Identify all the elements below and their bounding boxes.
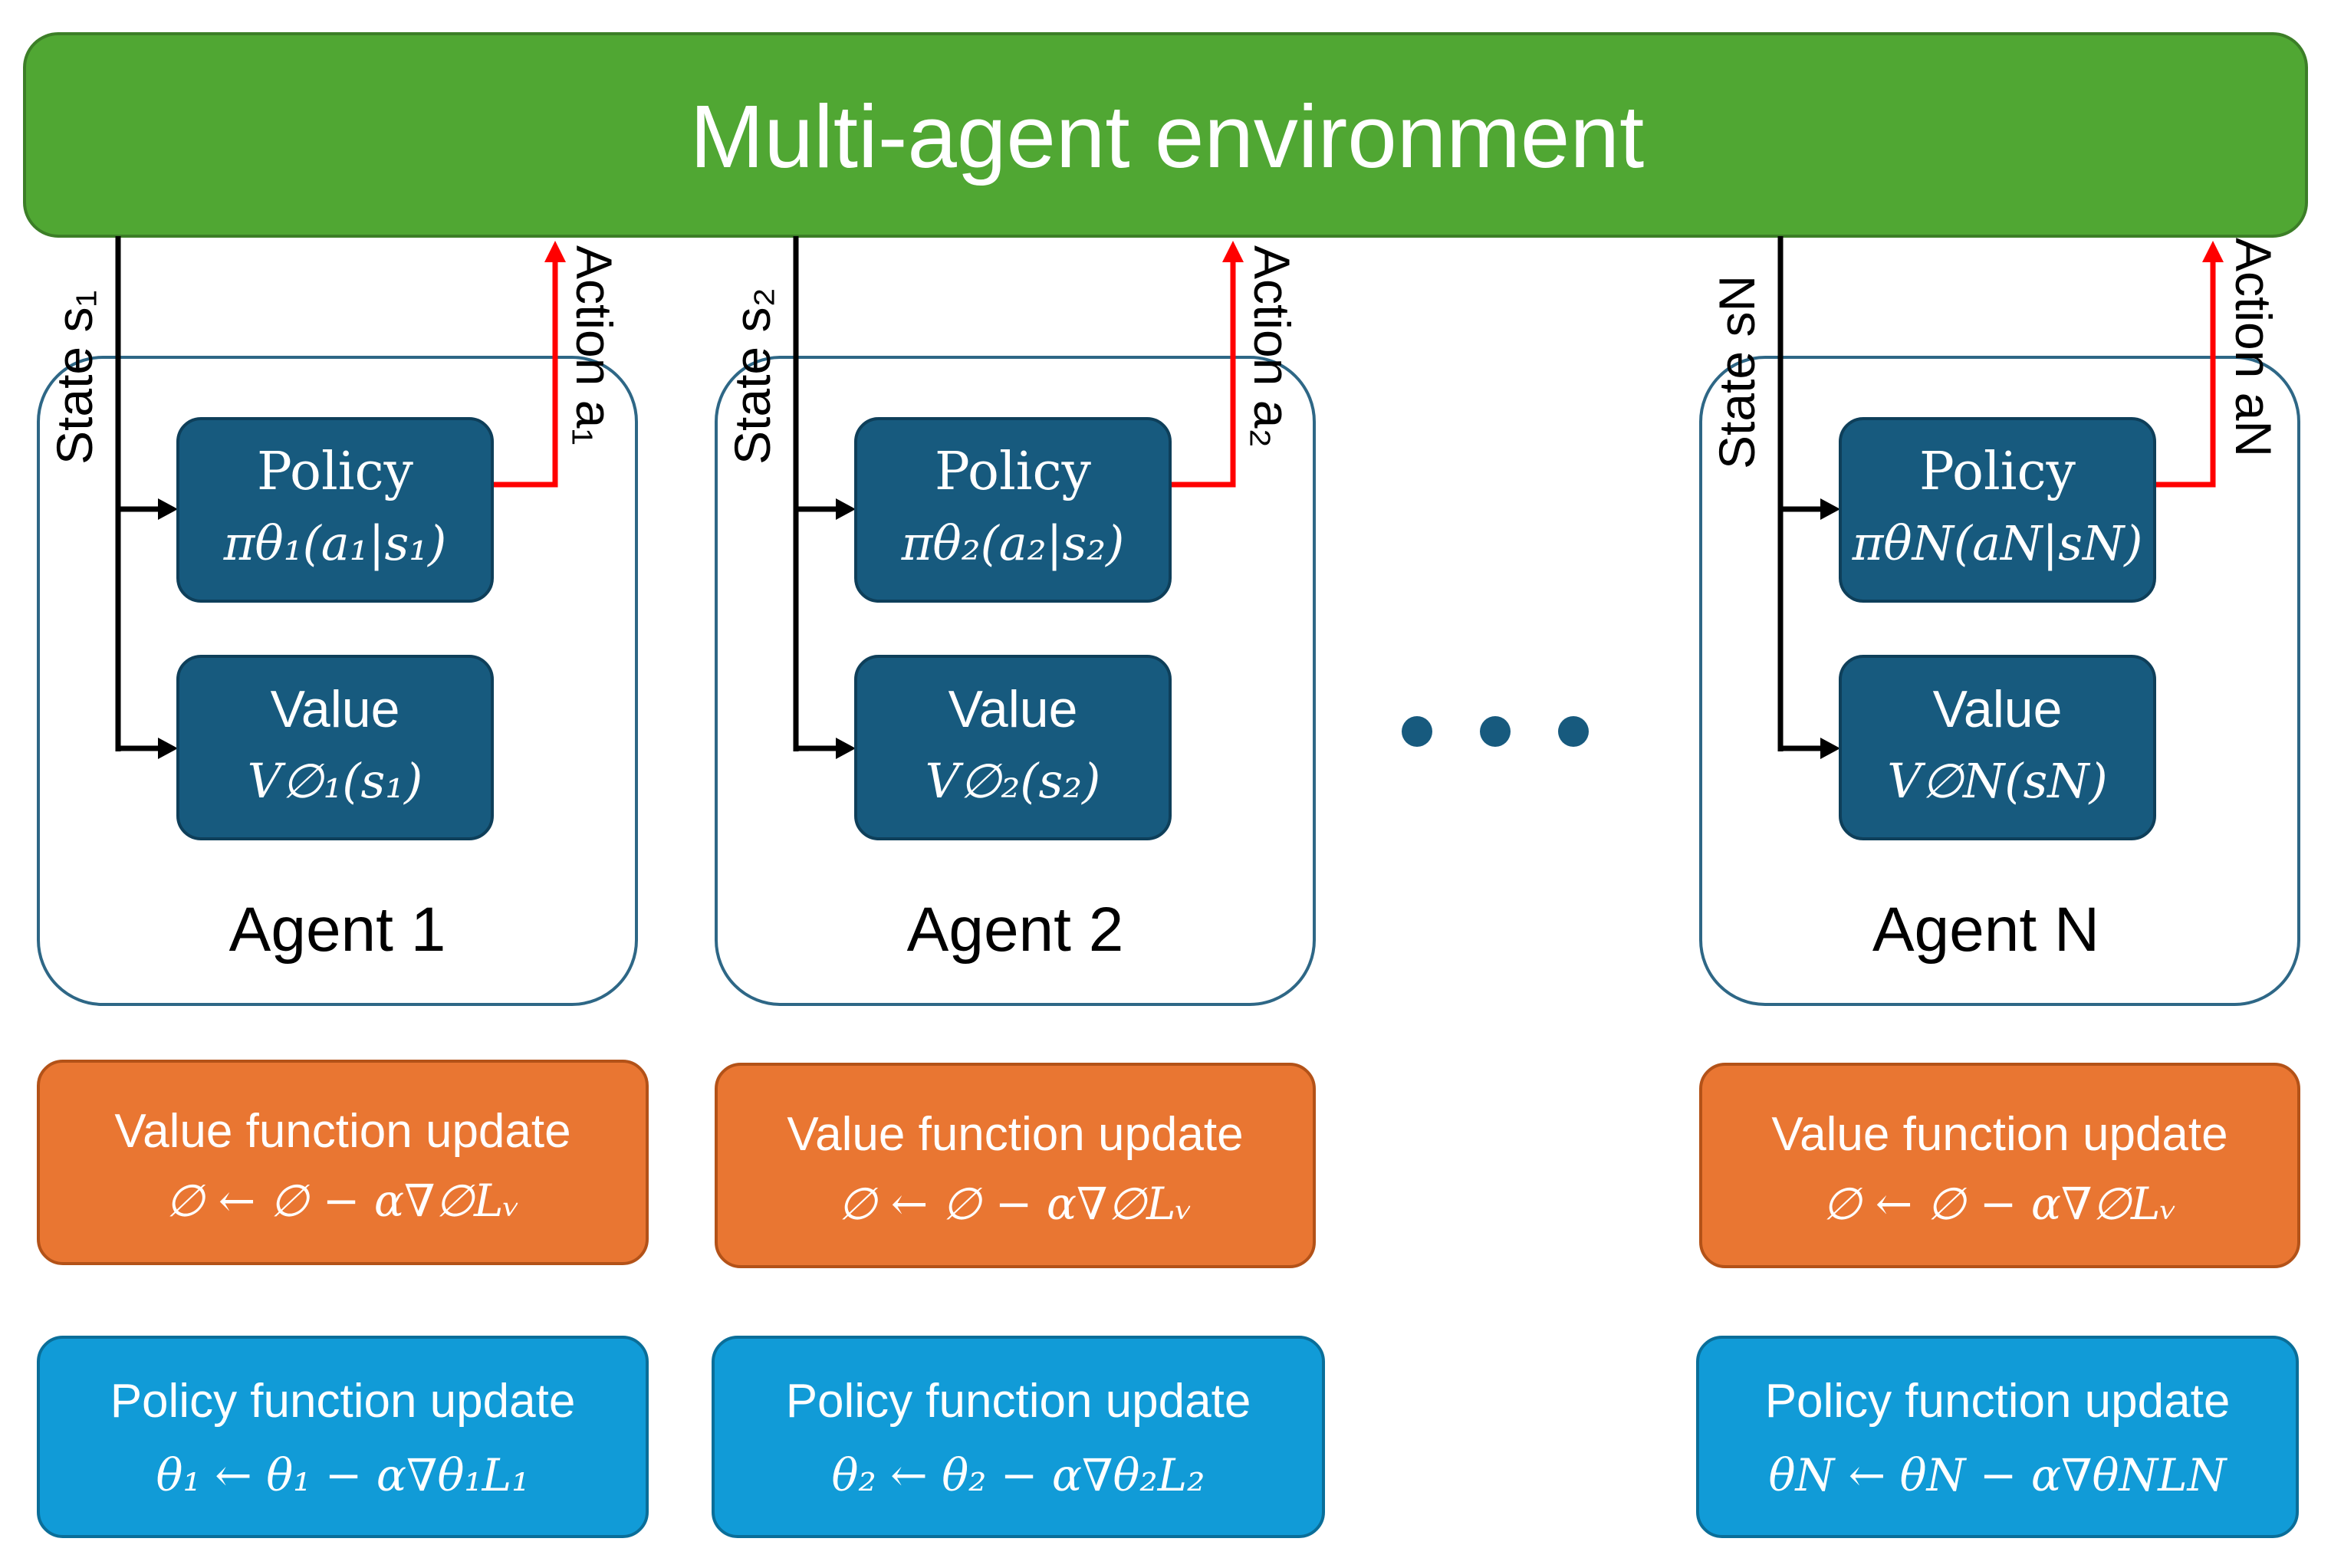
agent-n-action-arrowhead: [2202, 241, 2224, 262]
environment-title: Multi-agent environment: [690, 87, 1644, 186]
agent-n-value-update-box: [1699, 1063, 2300, 1268]
agent-2-action-line: [1170, 261, 1236, 488]
agent-n-action-line: [2155, 261, 2216, 488]
agent-2-policy-arrowhead: [836, 498, 856, 520]
agent-n-value-update-expr: ∅ ← ∅ − α∇∅Lᵥ: [1823, 1178, 2177, 1230]
ellipsis-dot: [1558, 716, 1589, 747]
agent-2-policy-expr: πθ₂(a₂|s₂): [901, 515, 1125, 571]
agent-2-value-update-title: Value function update: [787, 1108, 1243, 1161]
agent-1-action-line: [492, 261, 558, 488]
agent-1-value-update-expr: ∅ ← ∅ − α∇∅Lᵥ: [166, 1175, 520, 1227]
agent-1-action-arrowhead: [544, 241, 566, 262]
agent-n-policy-update-title: Policy function update: [1765, 1375, 2231, 1428]
agent-n-policy-update-expr: θN ← θN − α∇θNLN: [1769, 1449, 2228, 1501]
agent-1-policy-update-title: Policy function update: [110, 1375, 576, 1428]
agent-n-policy-update-box: [1696, 1336, 2299, 1538]
agent-1-policy-title: Policy: [257, 442, 414, 502]
agent-n-label: Agent N: [1872, 895, 2099, 965]
agent-2-value-box: [854, 655, 1172, 840]
agent-2-value-update-box: [715, 1063, 1316, 1268]
agent-n-value-box: [1839, 655, 2156, 840]
agent-1-value-update-box: [37, 1060, 649, 1265]
agent-1-value-title: Value: [271, 680, 400, 738]
agent-n-policy-expr: πθN(aN|sN): [1852, 515, 2143, 571]
ellipsis-dot: [1480, 716, 1511, 747]
agent-1-value-update-title: Value function update: [114, 1105, 570, 1158]
agent-1-action-label: Action a₁: [566, 245, 623, 445]
agent-n-policy-box: [1839, 417, 2156, 603]
agent-1-policy-update-box: [37, 1336, 649, 1538]
ellipsis-dot: [1402, 716, 1432, 747]
agent-2-policy-box: [854, 417, 1172, 603]
agent-1-policy-arrowhead: [158, 498, 178, 520]
agent-n-value-title: Value: [1933, 680, 2063, 738]
agent-1-policy-expr: πθ₁(a₁|s₁): [223, 515, 447, 571]
agent-2-value-title: Value: [949, 680, 1078, 738]
agent-2-value-expr: V∅₂(s₂): [925, 753, 1101, 809]
agent-2-action-arrowhead: [1222, 241, 1244, 262]
agent-2-group: State s₂ Action a₂ Policy πθ₂(a₂|s₂) Val…: [712, 236, 1325, 1538]
agent-1-label: Agent 1: [229, 895, 446, 965]
agent-n-group: State sN Action aN Policy πθN(aN|sN) Val…: [1696, 236, 2300, 1538]
agent-1-state-label: State s₁: [46, 290, 103, 465]
agent-2-policy-update-expr: θ₂ ← θ₂ − α∇θ₂L₂: [832, 1449, 1205, 1501]
ellipsis-dots: [1402, 716, 1589, 747]
agent-n-value-expr: V∅N(sN): [1887, 753, 2107, 809]
agent-n-value-update-title: Value function update: [1771, 1108, 2227, 1161]
agent-1-policy-update-expr: θ₁ ← θ₁ − α∇θ₁L₁: [156, 1449, 530, 1501]
agent-n-value-arrowhead: [1820, 738, 1840, 759]
agent-1-group: State s₁ Action a₁ Policy πθ₁(a₁|s₁) Val…: [37, 236, 649, 1538]
environment-bar: Multi-agent environment: [23, 32, 2308, 238]
agent-1-policy-box: [176, 417, 494, 603]
environment-box: [23, 32, 2308, 238]
agent-2-policy-update-box: [712, 1336, 1325, 1538]
agent-2-policy-title: Policy: [935, 442, 1092, 502]
agent-2-policy-update-title: Policy function update: [786, 1375, 1251, 1428]
agent-n-action-label: Action aN: [2225, 238, 2282, 457]
agent-2-state-label: State s₂: [724, 288, 781, 465]
agent-1-value-arrowhead: [158, 738, 178, 759]
agent-n-policy-title: Policy: [1919, 442, 2076, 502]
agent-n-policy-arrowhead: [1820, 498, 1840, 520]
agent-2-value-update-expr: ∅ ← ∅ − α∇∅Lᵥ: [838, 1178, 1192, 1230]
agent-n-state-label: State sN: [1708, 275, 1765, 469]
agent-2-action-label: Action a₂: [1244, 245, 1300, 448]
agent-2-label: Agent 2: [907, 895, 1124, 965]
agent-1-value-box: [176, 655, 494, 840]
agent-1-value-expr: V∅₁(s₁): [248, 753, 423, 809]
agent-2-value-arrowhead: [836, 738, 856, 759]
